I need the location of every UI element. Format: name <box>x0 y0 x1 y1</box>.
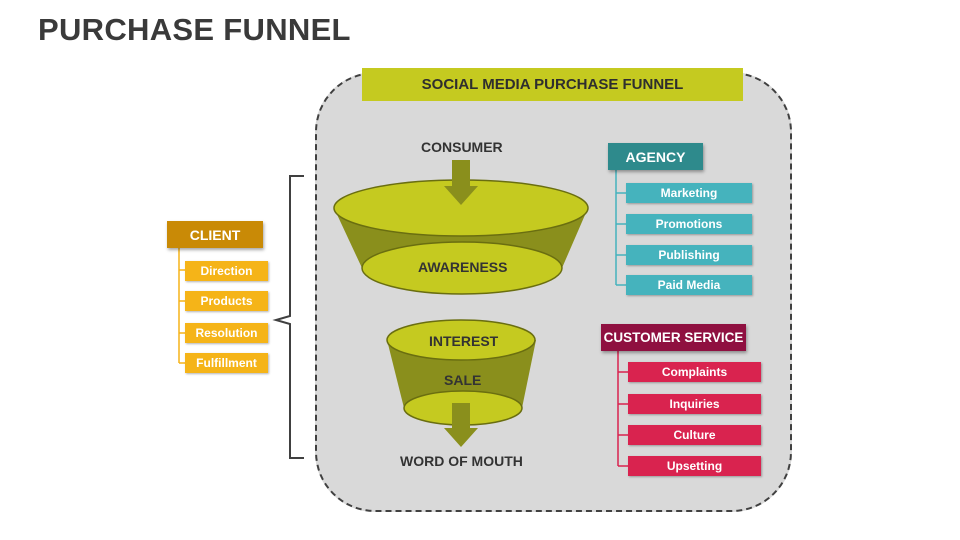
agency-item-promotions: Promotions <box>626 214 752 234</box>
agency-item-paid-media: Paid Media <box>626 275 752 295</box>
client-item-resolution: Resolution <box>185 323 268 343</box>
bracket <box>272 175 304 459</box>
agency-item-publishing: Publishing <box>626 245 752 265</box>
funnel-banner: SOCIAL MEDIA PURCHASE FUNNEL <box>362 68 743 101</box>
cs-item-inquiries: Inquiries <box>628 394 761 414</box>
client-item-direction: Direction <box>185 261 268 281</box>
cs-item-culture: Culture <box>628 425 761 445</box>
agency-item-marketing: Marketing <box>626 183 752 203</box>
awareness-funnel-bottom <box>361 241 563 295</box>
agency-connector <box>615 170 626 286</box>
consumer-label: CONSUMER <box>421 139 503 155</box>
agency-header: AGENCY <box>608 143 703 170</box>
customer-service-header: CUSTOMER SERVICE <box>601 324 746 351</box>
cs-item-complaints: Complaints <box>628 362 761 382</box>
client-item-products: Products <box>185 291 268 311</box>
client-connector <box>178 248 185 364</box>
page-title: PURCHASE FUNNEL <box>38 12 351 47</box>
customer-service-connector <box>617 351 628 467</box>
interest-funnel-top <box>386 319 536 361</box>
cs-item-upsetting: Upsetting <box>628 456 761 476</box>
sale-label: SALE <box>444 372 482 388</box>
consumer-arrow <box>444 160 478 205</box>
word-of-mouth-label: WORD OF MOUTH <box>400 453 523 469</box>
word-of-mouth-arrow <box>444 403 478 447</box>
interest-label: INTEREST <box>429 333 499 349</box>
client-item-fulfillment: Fulfillment <box>185 353 268 373</box>
client-header: CLIENT <box>167 221 263 248</box>
awareness-label: AWARENESS <box>418 259 508 275</box>
